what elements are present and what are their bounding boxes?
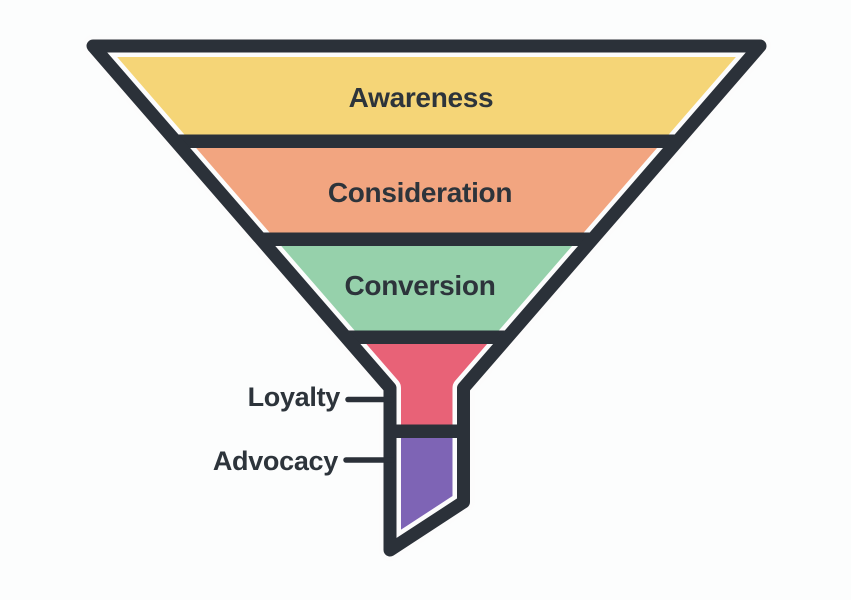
stage-label-conversion: Conversion bbox=[344, 270, 495, 301]
funnel-outline bbox=[86, 39, 767, 557]
stage-label-loyalty: Loyalty bbox=[248, 382, 341, 412]
stage-label-advocacy: Advocacy bbox=[213, 446, 338, 476]
stage-band-awareness bbox=[93, 46, 760, 141]
stage-label-awareness: Awareness bbox=[349, 82, 494, 113]
separator-awareness-consideration bbox=[93, 134, 760, 148]
stage-label-consideration: Consideration bbox=[328, 177, 512, 208]
